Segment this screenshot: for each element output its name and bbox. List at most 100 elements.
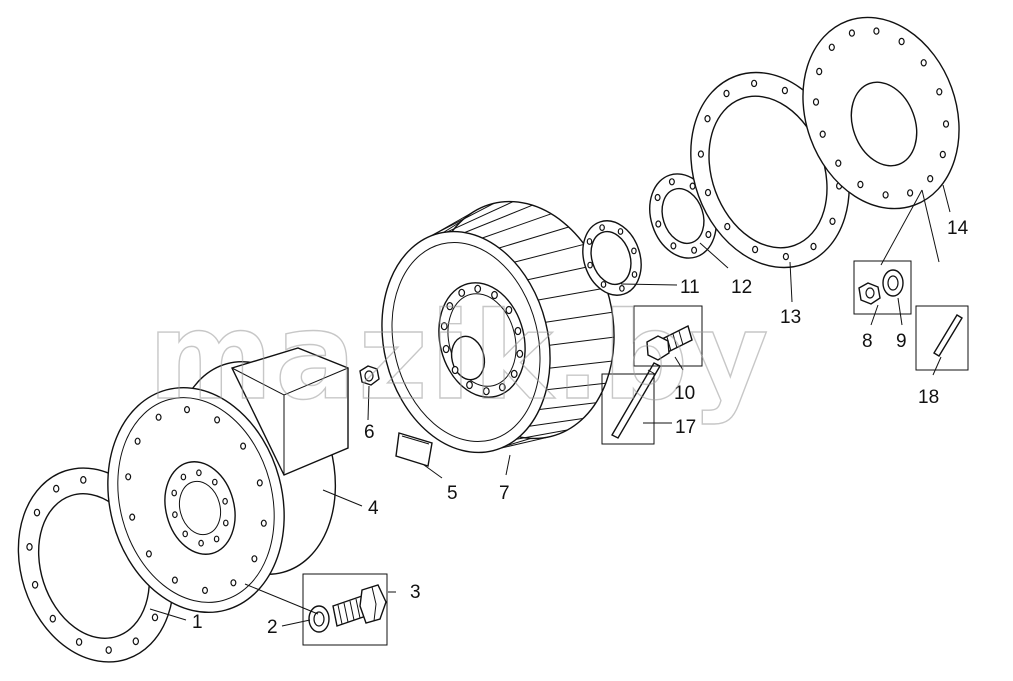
- bolt-hole: [631, 247, 637, 255]
- bolt-hole: [53, 484, 60, 493]
- bolt-hole: [828, 43, 835, 52]
- hub-hole: [466, 380, 473, 390]
- bolt-hole: [655, 220, 662, 228]
- bolt-hole: [49, 614, 57, 623]
- bolt-hole: [75, 638, 83, 646]
- bolt-hole: [873, 27, 880, 35]
- impeller-blade: [549, 360, 612, 369]
- bolt-hole: [724, 222, 731, 231]
- bolt-hole: [835, 159, 842, 167]
- part-7-impeller: [381, 200, 615, 454]
- callout-1: 1: [192, 612, 203, 633]
- bolt-hole: [151, 613, 159, 622]
- bolt-hole: [251, 555, 258, 563]
- bolt-hole: [906, 189, 914, 197]
- part-5-plate: [395, 432, 433, 467]
- bolt-hole: [697, 150, 705, 158]
- callout-3: 3: [410, 582, 421, 603]
- bolt-hole: [202, 586, 209, 595]
- bolt-hole: [587, 261, 593, 269]
- bolt-hole: [920, 59, 927, 67]
- hub-hole: [505, 305, 513, 315]
- bolt-hole: [33, 508, 41, 517]
- bolt-hole: [816, 67, 823, 76]
- hub-hole: [510, 369, 518, 378]
- bolt-hole: [155, 413, 162, 421]
- callout-11: 11: [680, 277, 700, 298]
- hub-hole: [474, 284, 482, 293]
- callout-17: 17: [675, 417, 696, 438]
- part-2-washer: [308, 605, 330, 633]
- bolt-hole: [668, 178, 675, 186]
- callout-14: 14: [947, 218, 969, 239]
- hub-hole: [482, 387, 490, 396]
- callout-4: 4: [368, 498, 379, 519]
- bolt-hole: [723, 89, 730, 98]
- bolt-hole: [214, 416, 221, 424]
- impeller-blade: [498, 226, 569, 249]
- bolt-hole: [751, 245, 759, 254]
- bolt-hole: [26, 543, 33, 551]
- part-10-bolt: [646, 324, 693, 361]
- bolt-hole: [704, 114, 711, 123]
- impeller-blade: [514, 243, 585, 263]
- bolt-hole: [619, 285, 625, 292]
- bolt-hole: [184, 406, 191, 414]
- bolt-hole: [171, 576, 178, 584]
- bolt-hole: [240, 442, 247, 450]
- callout-6: 6: [364, 422, 375, 443]
- bolt-hole: [750, 79, 758, 88]
- hub-hole: [198, 539, 204, 547]
- hub-hole: [446, 302, 454, 311]
- hub-hole: [440, 322, 448, 331]
- impeller-blade: [430, 202, 495, 237]
- bolt-hole: [31, 580, 39, 589]
- bolt-hole: [857, 180, 864, 189]
- bolt-hole: [134, 437, 141, 445]
- hub-hole: [442, 344, 450, 354]
- hub-hole: [182, 530, 189, 538]
- impeller-blade: [516, 429, 568, 440]
- bolt-hole: [256, 479, 263, 487]
- callout-frames: [302, 260, 969, 646]
- bolt-hole: [782, 252, 790, 261]
- callout-5: 5: [447, 483, 458, 504]
- hub-hole: [498, 383, 506, 392]
- bolt-hole: [132, 637, 139, 646]
- bolt-hole: [898, 37, 905, 46]
- bolt-hole: [810, 242, 817, 251]
- callout-9: 9: [896, 331, 907, 352]
- bolt-hole: [812, 98, 820, 106]
- callout-18: 18: [918, 387, 939, 408]
- bolt-hole: [80, 476, 87, 484]
- callout-7: 7: [499, 483, 510, 504]
- impeller-blade: [545, 311, 613, 323]
- bolt-hole: [670, 242, 677, 250]
- callout-10: 10: [674, 383, 695, 404]
- hub-hole: [491, 290, 498, 300]
- impeller-blade: [501, 436, 550, 449]
- part-11-flange: [582, 220, 642, 296]
- callout-2: 2: [267, 617, 278, 638]
- part-9-washer: [882, 269, 904, 297]
- bolt-hole: [939, 150, 946, 159]
- bolt-hole: [230, 579, 237, 587]
- hub-hole: [451, 365, 459, 375]
- watermark-text: mazik.by: [148, 288, 771, 427]
- bolt-hole: [631, 271, 638, 278]
- bolt-hole: [586, 238, 593, 245]
- bolt-hole: [927, 174, 934, 183]
- part-17-pin: [611, 362, 661, 439]
- impeller-blade: [447, 201, 514, 233]
- impeller-blade: [482, 213, 552, 239]
- bolt-hole: [125, 473, 132, 481]
- impeller-blade: [464, 204, 533, 233]
- bolt-hole: [781, 86, 789, 95]
- callout-8: 8: [862, 331, 873, 352]
- callout-labels: 1 2 3 4 5 6 7 8 9 10 11 12 13 14 17 18: [192, 218, 969, 638]
- hub-hole: [222, 497, 228, 505]
- leader-lines: [149, 184, 951, 627]
- bolt-hole: [600, 281, 607, 288]
